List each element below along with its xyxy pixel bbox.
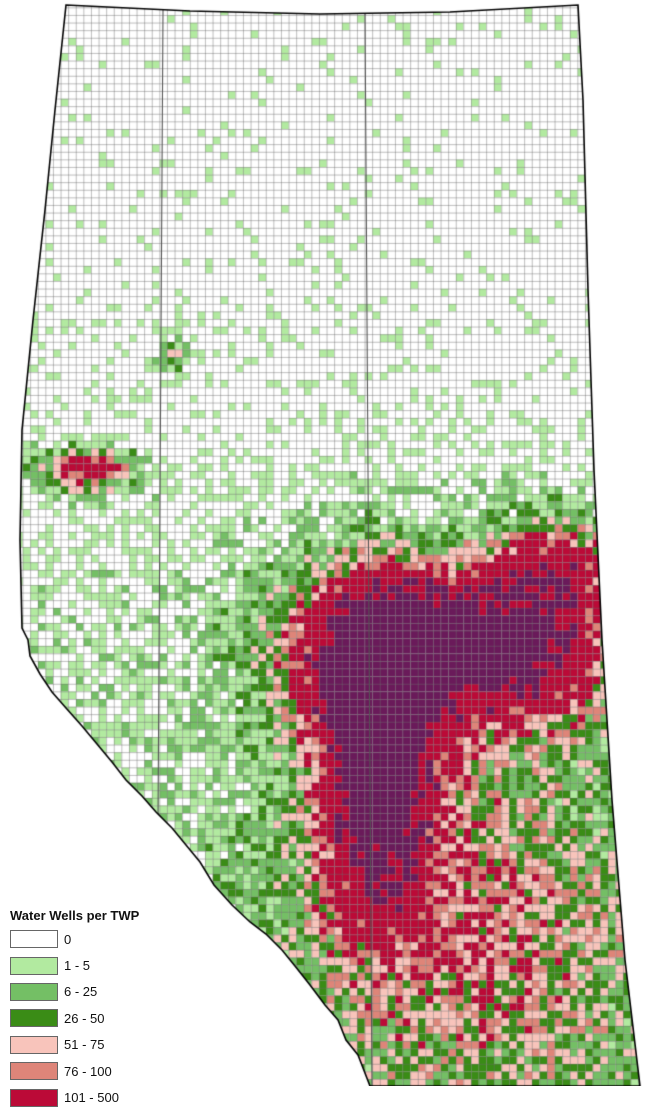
legend-label: 6 - 25 [64,984,98,1000]
legend-swatch [10,1062,58,1081]
legend-swatch [10,1009,58,1028]
legend-item-3: 26 - 50 [10,1005,190,1031]
map-legend: Water Wells per TWP 0 1 - 5 6 - 25 26 - … [10,906,190,1111]
legend-label: 76 - 100 [64,1063,112,1079]
legend-label: 0 [64,931,72,947]
legend-item-6: 101 - 500 [10,1084,190,1110]
legend-item-1: 1 - 5 [10,952,190,978]
legend-item-2: 6 - 25 [10,979,190,1005]
legend-swatch [10,1035,58,1054]
legend-item-0: 0 [10,926,190,952]
legend-item-5: 76 - 100 [10,1058,190,1084]
township-map [0,0,645,1086]
legend-label: 1 - 5 [64,958,91,974]
legend-label: 101 - 500 [64,1090,119,1106]
legend-label: 51 - 75 [64,1037,105,1053]
legend-swatch [10,982,58,1001]
legend-item-4: 51 - 75 [10,1032,190,1058]
legend-label: 26 - 50 [64,1010,105,1026]
legend-swatch [10,930,58,949]
legend-rows: 0 1 - 5 6 - 25 26 - 50 51 - 75 76 - 100 … [10,926,190,1111]
legend-swatch [10,1088,58,1107]
legend-swatch [10,956,58,975]
legend-title: Water Wells per TWP [10,908,140,923]
